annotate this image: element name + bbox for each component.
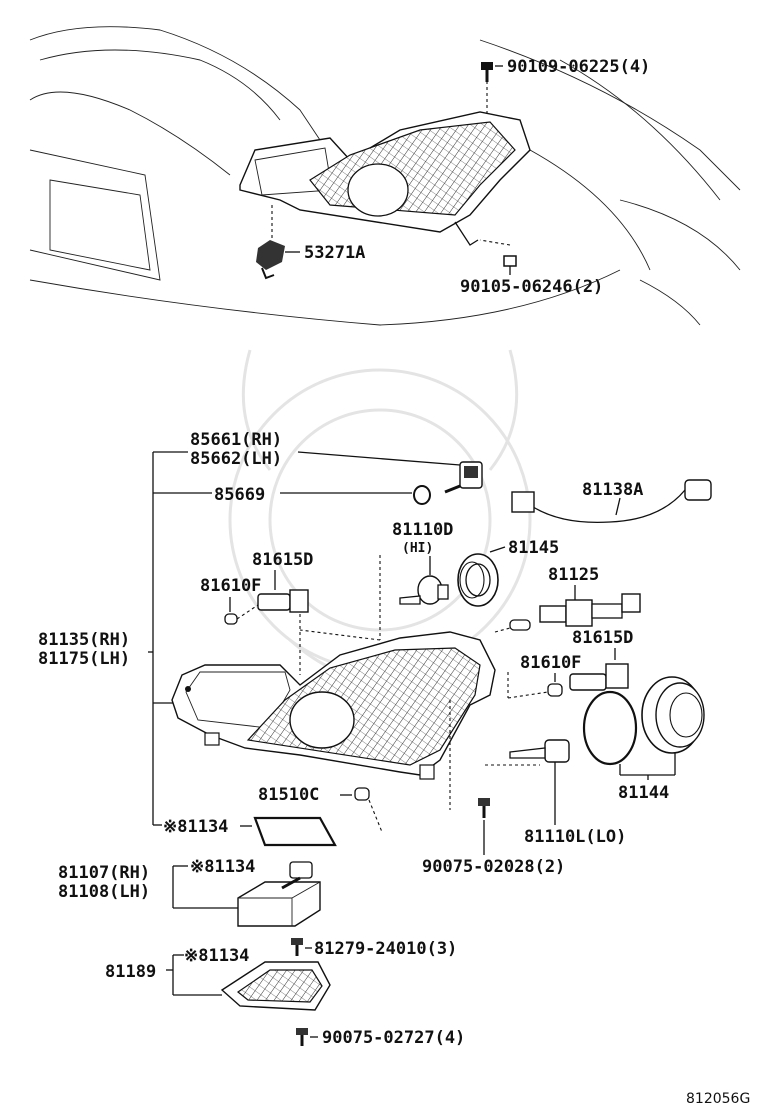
screw-icon: [478, 798, 490, 818]
label-81279-24010: 81279-24010(3): [314, 939, 457, 959]
o-ring-icon: [413, 485, 431, 505]
label-81107: 81107(RH): [58, 863, 150, 883]
watermark-emblem: [228, 349, 532, 682]
cover-81189-icon: [220, 961, 331, 1011]
label-81138A: 81138A: [582, 480, 643, 500]
gasket-icon: [253, 816, 337, 847]
label-81510C: 81510C: [258, 785, 319, 805]
label-85662: 85662(LH): [190, 449, 282, 469]
label-81615D-right: 81615D: [572, 628, 633, 648]
label-81134-c: ※81134: [184, 946, 249, 966]
dust-cap-icon: [457, 553, 499, 607]
ballast-computer-icon: [237, 861, 321, 927]
label-81134-a: ※81134: [163, 817, 228, 837]
label-81610F-right: 81610F: [520, 653, 581, 673]
label-81144: 81144: [618, 783, 669, 803]
hi-bulb-icon: [399, 575, 449, 605]
label-81108: 81108(LH): [58, 882, 150, 902]
label-85661: 85661(RH): [190, 430, 282, 450]
label-81125: 81125: [548, 565, 599, 585]
wedge-bulb-left-icon: [224, 613, 238, 625]
wire-harness-icon: [511, 479, 712, 524]
bulb-socket-icon: [444, 461, 483, 494]
label-90075-02727: 90075-02727(4): [322, 1028, 465, 1048]
label-81145: 81145: [508, 538, 559, 558]
lamp-cap-81144-icon: [582, 676, 705, 766]
label-53271A: 53271A: [304, 243, 365, 263]
socket-81615D-left-icon: [257, 589, 309, 613]
label-81110D-note: (HI): [402, 541, 433, 556]
screw-81279-icon: [291, 938, 303, 956]
label-90105-06246: 90105-06246(2): [460, 277, 603, 297]
lo-bulb-icon: [509, 739, 570, 763]
label-81110D: 81110D: [392, 520, 453, 540]
label-81189: 81189: [105, 962, 156, 982]
label-81610F-left: 81610F: [200, 576, 261, 596]
wedge-bulb-right-icon: [547, 683, 563, 697]
label-90109-06225: 90109-06225(4): [507, 57, 650, 77]
headlamp-unit-icon: [171, 631, 496, 780]
label-85669: 85669: [214, 485, 265, 505]
diagram-code: 812056G: [686, 1091, 750, 1107]
label-81135: 81135(RH): [38, 630, 130, 650]
label-90075-02028: 90075-02028(2): [422, 857, 565, 877]
label-81110L: 81110L(LO): [524, 827, 626, 847]
nut-icon: [503, 255, 517, 267]
vehicle-body-outline: [29, 26, 741, 326]
small-bulb-icon: [354, 787, 370, 801]
clip-icon: [256, 240, 285, 280]
socket-81125-icon: [509, 593, 641, 631]
bracket-lines: [148, 451, 212, 826]
headlamp-installed: [239, 75, 531, 246]
label-81134-b: ※81134: [190, 857, 255, 877]
socket-81615D-right-icon: [569, 663, 629, 691]
label-81175: 81175(LH): [38, 649, 130, 669]
label-81615D-left: 81615D: [252, 550, 313, 570]
bolt-icon: [481, 62, 493, 82]
screw-90075-02727-icon: [296, 1028, 308, 1046]
